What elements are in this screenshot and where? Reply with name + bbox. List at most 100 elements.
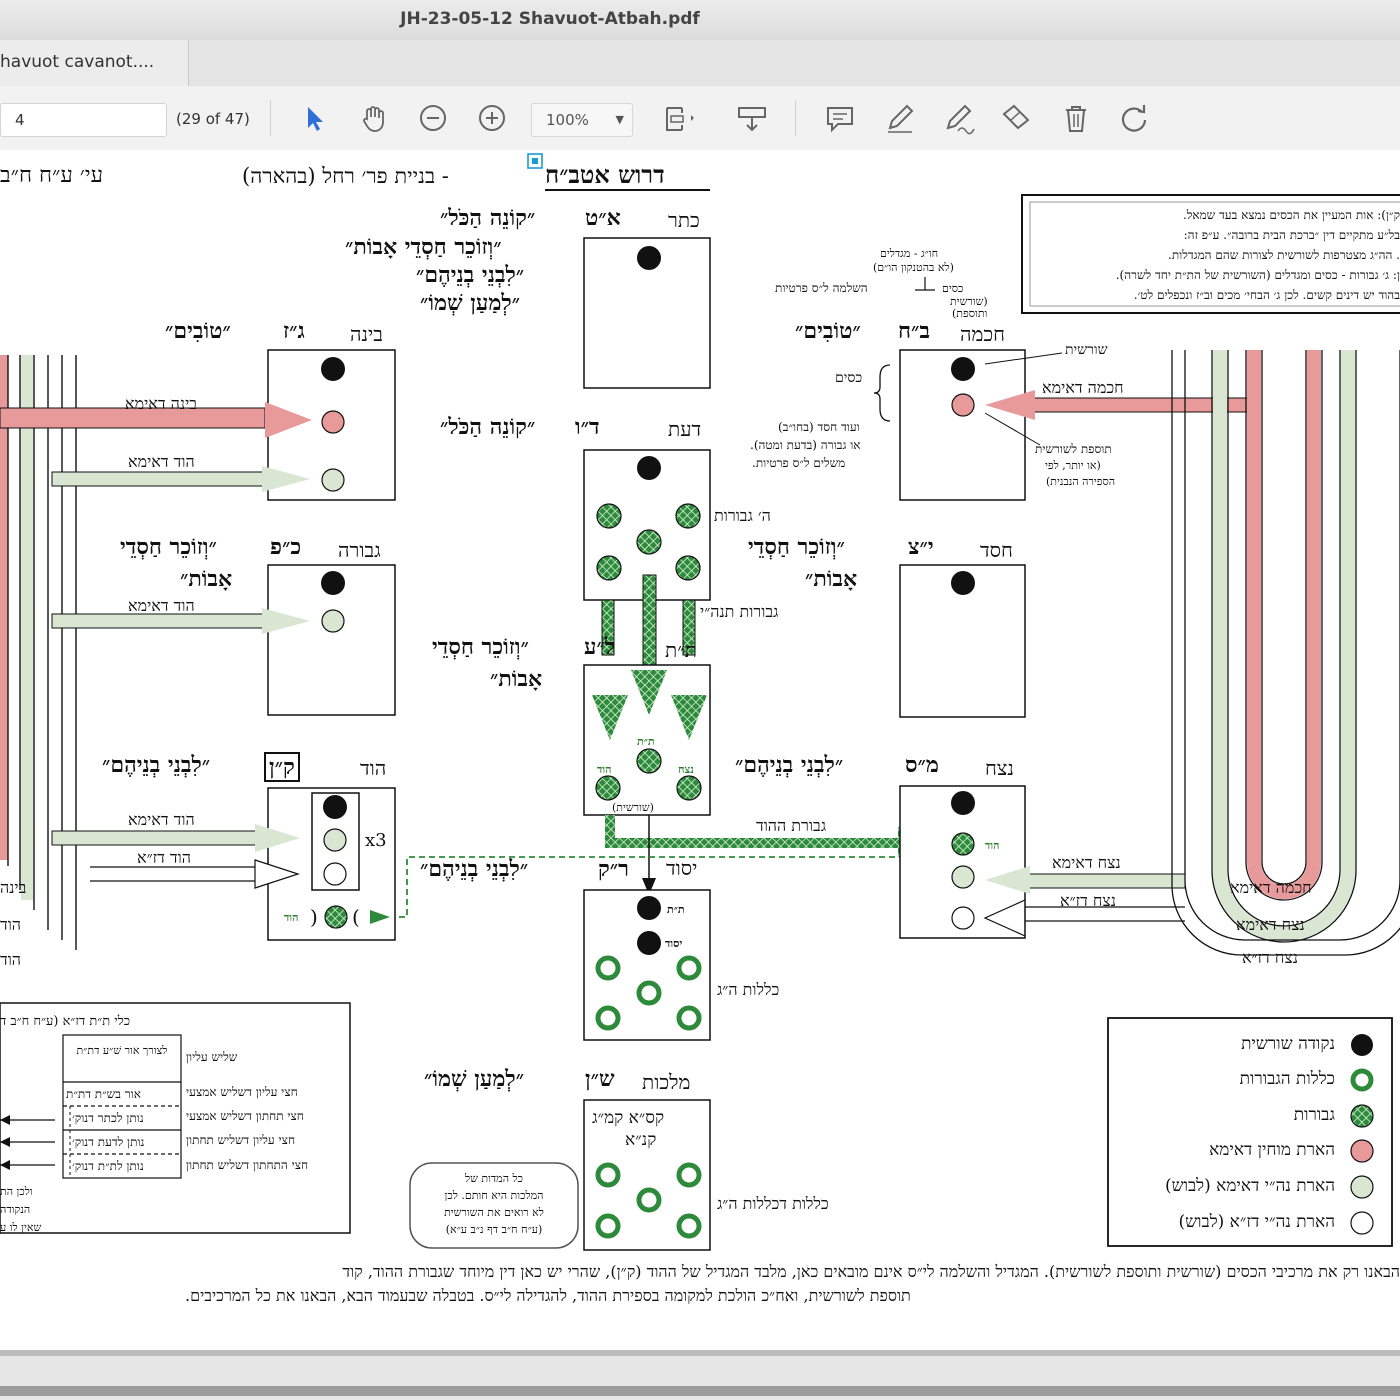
- select-arrow-icon[interactable]: [296, 100, 332, 136]
- gevura-code: כ״פ: [270, 534, 302, 560]
- left-table-cell: אור בש״ת דת״ת: [66, 1087, 141, 1101]
- note-line: בל״ע מתקיים דין ״ברכת הבית ברובה״. ע״פ ז…: [1183, 228, 1400, 242]
- oval-note-line: לא רואים את השורשית: [444, 1206, 544, 1219]
- stamp-icon[interactable]: [998, 100, 1034, 136]
- malchut-box: [583, 1099, 711, 1251]
- legend-label: הארת נה״י דז״א (לבוש): [1178, 1212, 1335, 1232]
- tosefet-label3: הספירה הנבנית): [1046, 475, 1116, 488]
- sefirot-diagram: [0, 153, 1400, 1251]
- netzach-label: ״לִבְנֵי בְנֵיהֶם״: [735, 752, 844, 778]
- viewer-bottom: [0, 1350, 1400, 1400]
- left-table-cell: נותן לדעת דנוק׳: [72, 1135, 145, 1149]
- gevurot-arrow: [671, 695, 707, 740]
- left-table-cell: נותן לכתר דנוק׳: [72, 1111, 144, 1125]
- keter-root-dot: [637, 246, 661, 270]
- chochma-name: חכמה: [960, 322, 1005, 346]
- bina-pink-dot: [321, 410, 345, 434]
- keter-code: א״ט: [585, 205, 621, 231]
- chochma-deima-label: חכמה דאימא: [1042, 378, 1124, 397]
- x3-label: x3: [365, 830, 387, 851]
- malchut-text: קנ״א: [625, 1130, 657, 1150]
- page-number-input[interactable]: 4: [0, 103, 167, 137]
- hod-deima-label: הוד דאימא: [128, 810, 195, 829]
- chesed-name: חסד: [980, 538, 1013, 562]
- shorashit-small-label: (שורשית): [612, 801, 654, 814]
- hand-icon[interactable]: [356, 100, 392, 136]
- note-box-text: ק״ן): אות המעיין את הכסים נמצא בעד שמאל.…: [1038, 205, 1400, 305]
- hod-left-label: הוד: [0, 915, 21, 934]
- hod-code: ק״ן: [264, 752, 300, 782]
- left-table-cell: לצורך אור שׁ״ע דת״ת: [76, 1044, 168, 1057]
- kisim-small-label: כסים: [942, 282, 964, 295]
- chevron-down-icon: ▼: [615, 113, 624, 126]
- tiferet-code: ל״ע: [584, 634, 616, 660]
- hod-deima-label: הוד דאימא: [128, 452, 195, 471]
- redo-icon[interactable]: [1116, 100, 1152, 136]
- legend-label: נקודה שורשית: [1241, 1034, 1335, 1054]
- daat-root-dot: [637, 456, 661, 480]
- tiferet-label2: אָבוֹת״: [490, 666, 543, 692]
- klalut-dklalut-label: כללות דכללות ה״ג: [717, 1194, 829, 1213]
- hod-small-label: הוד: [597, 763, 612, 776]
- keter-line: ״לִבְנֵי בְנֵיהֶם״: [416, 262, 525, 288]
- gevura-label2: אָבוֹת״: [180, 566, 233, 592]
- annotation-marker-icon[interactable]: [527, 153, 543, 169]
- chesed-label2: אָבוֹת״: [805, 566, 858, 592]
- bina-name: בינה: [350, 322, 383, 346]
- zoom-in-icon[interactable]: [474, 100, 510, 136]
- tt-small-label: ת״ת: [637, 735, 655, 748]
- left-table-header: כלי ת״ת דז״א (ע״ח ח״ב ד: [0, 1014, 131, 1029]
- tiferet-label: ״וְזוֹכֵר חַסְדֵי: [432, 634, 529, 660]
- footer-line: תוספת לשורשית, ואח״כ הולכת למקומה בספירת…: [185, 1286, 911, 1305]
- daat-code: ד״ו: [575, 414, 600, 440]
- corner-title: עי׳ ע״ח ח״ב: [0, 163, 104, 188]
- oval-note: [409, 1162, 579, 1249]
- sign-icon[interactable]: [940, 100, 976, 136]
- tab-bar: havuot cavanot....: [0, 40, 1400, 87]
- tiferet-name: ת״ת: [665, 638, 697, 662]
- rotate-icon[interactable]: [734, 100, 770, 136]
- h-gevurot-label: ה׳ גבורות: [714, 506, 771, 525]
- right-tubes: [1171, 350, 1400, 956]
- bina-light-green-dot: [321, 468, 345, 492]
- gevura-root-dot: [321, 571, 345, 595]
- hod-gevurot-dot: [324, 905, 348, 929]
- trash-icon[interactable]: [1058, 100, 1094, 136]
- left-table-cell: נותן לת״ת דנוק׳: [72, 1159, 144, 1173]
- tosefet-label2: (או יותר, לפי: [1045, 459, 1101, 472]
- gevura-label: ״וְזוֹכֵר חַסְדֵי: [120, 534, 217, 560]
- legend-label: הארת מוחין דאימא: [1209, 1140, 1335, 1160]
- hod-dza-label: הוד דז״א: [137, 848, 191, 867]
- note-line: ק״ן): אות המעיין את הכסים נמצא בעד שמאל.: [1182, 208, 1400, 222]
- zoom-value: 100%: [546, 111, 589, 129]
- zoom-out-icon[interactable]: [415, 100, 451, 136]
- malchut-name: מלכות: [642, 1070, 691, 1094]
- bina-deima-label: בינה דאימא: [125, 394, 197, 413]
- document-tab[interactable]: havuot cavanot....: [0, 40, 189, 86]
- hod-green-label: הוד: [284, 911, 299, 924]
- gevurot-arrow: [631, 670, 667, 715]
- yesod-code: ר״ק: [598, 856, 629, 882]
- bina-label: ״טוֹבִים״: [165, 318, 231, 344]
- keter-name: כתר: [668, 208, 700, 232]
- gevurot-arrow: [592, 695, 628, 740]
- chochma-code: ב״ח: [898, 318, 930, 344]
- comment-icon[interactable]: [822, 100, 858, 136]
- hod-root-dot: [323, 795, 347, 819]
- pen-icon[interactable]: [882, 100, 918, 136]
- zoom-select[interactable]: 100% ▼: [531, 103, 633, 137]
- legend-box: [1107, 1017, 1393, 1247]
- page-count: (29 of 47): [176, 110, 250, 128]
- legend-label: כללות הגבורות: [1239, 1069, 1335, 1089]
- tosefet-label: תוספת לשורשית: [1035, 442, 1112, 456]
- klalut-hag-label: כללות ה״ג: [717, 980, 780, 999]
- mashlim-label: משלים ל״ס פרטיות.: [752, 456, 846, 470]
- keter-box: [583, 237, 711, 389]
- tt-yesod-label: ת״ת: [667, 903, 685, 916]
- fit-page-icon[interactable]: [660, 100, 696, 136]
- pink-dot-icon: [1350, 1139, 1374, 1163]
- left-table-row-label: חצי עליון דשליש אמצעי: [186, 1085, 298, 1099]
- gevurat-hahod-label: גבורת ההוד: [756, 816, 826, 835]
- note-line: . הה״ג מצטרפות לשורשית לצורות שהם המגדלו…: [1168, 248, 1400, 262]
- left-table-note: ולכן הת: [0, 1185, 33, 1198]
